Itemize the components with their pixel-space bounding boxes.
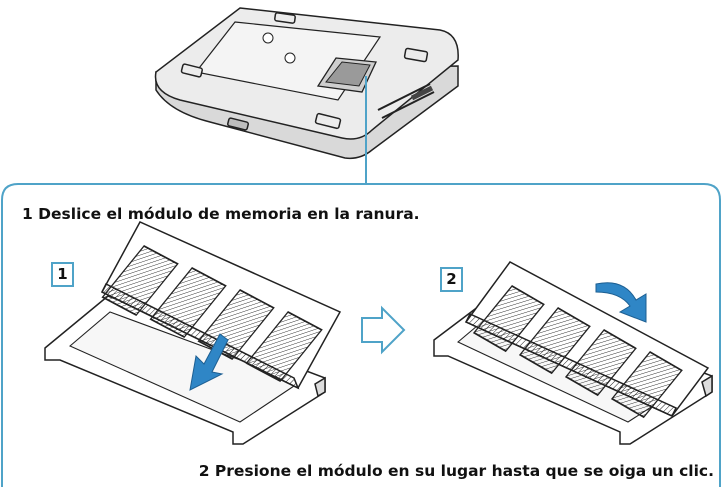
insert-direction-arrow-icon xyxy=(189,333,229,391)
step2-instruction: 2 Presione el módulo en su lugar hasta q… xyxy=(198,462,714,480)
next-step-arrow-icon xyxy=(361,305,406,355)
instruction-frame xyxy=(1,183,721,487)
laptop-bottom-illustration xyxy=(154,7,459,160)
step2-memory-module xyxy=(464,261,710,419)
step1-badge: 1 xyxy=(51,262,74,287)
press-direction-arrow-icon xyxy=(595,282,647,323)
step1-instruction: 1 Deslice el módulo de memoria en la ran… xyxy=(22,205,420,223)
step2-badge: 2 xyxy=(440,267,463,292)
